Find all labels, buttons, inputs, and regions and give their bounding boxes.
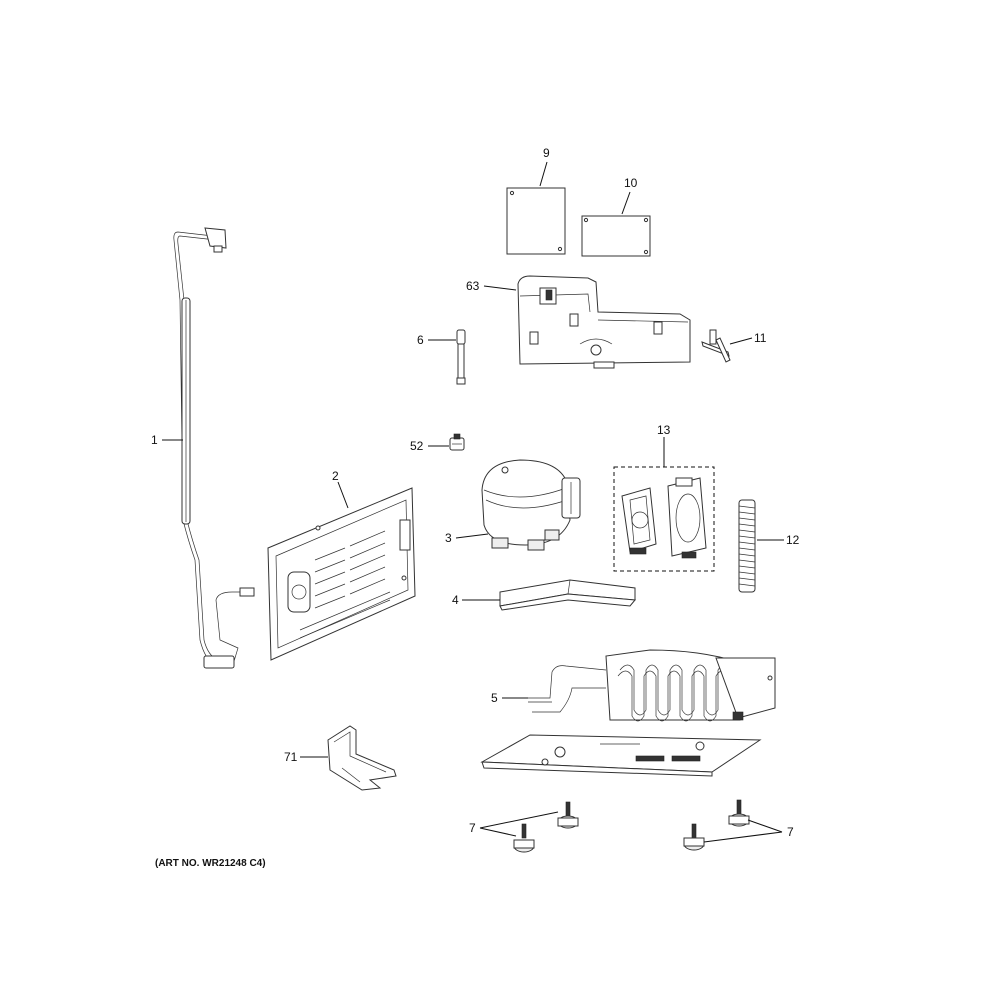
label-part-1: 1 — [151, 433, 158, 447]
part-71-bracket — [327, 725, 397, 791]
part-4-drain-pan — [499, 579, 636, 611]
part-1-tube-assembly — [173, 227, 255, 669]
part-2-rear-panel — [267, 487, 416, 661]
part-63-control-housing — [517, 275, 691, 369]
label-part-5: 5 — [491, 691, 498, 705]
leader-line-2 — [337, 481, 349, 509]
part-10-cover-plate — [581, 215, 651, 257]
art-number: (ART NO. WR21248 C4) — [155, 858, 266, 869]
part-7-leveling-leg-1 — [557, 801, 579, 829]
leader-line-10 — [621, 191, 631, 215]
label-part-52: 52 — [410, 439, 424, 453]
part-7-leveling-leg-3 — [728, 799, 750, 827]
part-11-pin — [701, 329, 731, 363]
leader-line-63 — [483, 285, 517, 291]
leader-line-11 — [729, 337, 753, 345]
leader-line-9 — [539, 161, 548, 187]
part-13-fan-kit — [613, 466, 715, 572]
label-part-9: 9 — [543, 146, 550, 160]
leader-line-3 — [455, 533, 489, 539]
base-plate — [480, 734, 762, 777]
label-part-11: 11 — [754, 331, 767, 345]
label-part-10: 10 — [624, 176, 638, 190]
label-part-3: 3 — [445, 531, 452, 545]
leader-lines-7 — [479, 811, 783, 843]
label-part-63: 63 — [466, 279, 480, 293]
label-part-6: 6 — [417, 333, 424, 347]
part-5-condenser — [528, 649, 776, 722]
label-part-7-left: 7 — [469, 821, 476, 835]
part-9-cover-plate — [506, 187, 566, 255]
part-12-ribbed-hose — [738, 499, 756, 593]
label-part-71: 71 — [284, 750, 298, 764]
part-6-tube — [456, 329, 466, 385]
label-part-13: 13 — [657, 423, 671, 437]
label-part-12: 12 — [786, 533, 800, 547]
part-3-compressor — [481, 459, 581, 551]
part-7-leveling-leg-4 — [683, 823, 705, 851]
label-part-7-right: 7 — [787, 825, 794, 839]
part-52-connector — [449, 433, 465, 451]
label-part-2: 2 — [332, 469, 339, 483]
part-7-leveling-leg-2 — [513, 823, 535, 853]
label-part-4: 4 — [452, 593, 459, 607]
